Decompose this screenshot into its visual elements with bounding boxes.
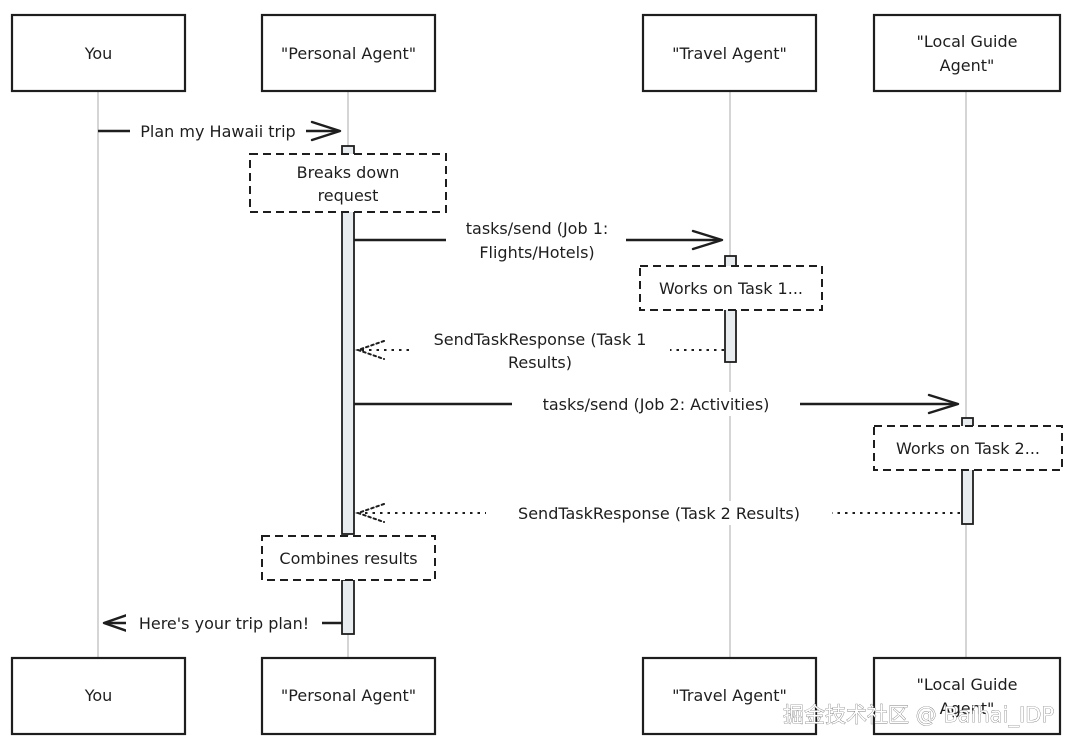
watermark-text: 掘金技术社区 @ Baihai_IDP (783, 703, 1054, 728)
message-plan-my-hawaii-trip: Plan my Hawaii trip (98, 119, 342, 143)
note-works-task2-label: Works on Task 2... (896, 439, 1040, 458)
arrowhead-right (310, 120, 342, 142)
actor-you-bottom-label: You (84, 686, 113, 705)
message-job2-label: tasks/send (Job 2: Activities) (543, 395, 770, 414)
actor-personal-agent-top-label: "Personal Agent" (281, 44, 416, 63)
note-combines-results: Combines results (261, 535, 436, 581)
message-response1-label-1: SendTaskResponse (Task 1 (434, 330, 647, 349)
note-breaks-down-request: Breaks down request (249, 153, 447, 213)
message-trip-plan-label: Here's your trip plan! (139, 614, 309, 633)
actor-travel-agent-top: "Travel Agent" (641, 13, 818, 93)
arrowhead-left (102, 612, 132, 634)
arrowhead-right (691, 229, 724, 251)
arrowhead-right (927, 393, 960, 415)
message-heres-your-trip-plan: Here's your trip plan! (102, 611, 342, 635)
message-send-task-response-2: SendTaskResponse (Task 2 Results) (354, 501, 960, 525)
message-response1-label-2: Results) (508, 353, 572, 372)
message-response2-label: SendTaskResponse (Task 2 Results) (518, 504, 800, 523)
note-breaks-down-line-1: Breaks down (297, 163, 400, 182)
arrowhead-left (354, 503, 385, 523)
message-send-task-response-1: SendTaskResponse (Task 1 Results) (354, 327, 724, 375)
message-tasks-send-job-2: tasks/send (Job 2: Activities) (354, 392, 960, 416)
message-tasks-send-job-1: tasks/send (Job 1: Flights/Hotels) (354, 216, 724, 266)
actor-local-guide-agent-bottom-label-2: Agent" (940, 699, 995, 718)
actor-local-guide-agent-bottom: "Local Guide Agent" (872, 656, 1062, 736)
actor-travel-agent-bottom-label: "Travel Agent" (672, 686, 787, 705)
actor-local-guide-agent-bottom-label-1: "Local Guide (917, 675, 1018, 694)
activation-personal-2 (341, 579, 355, 635)
note-breaks-down-line-2: request (318, 186, 379, 205)
actor-you-top: You (10, 13, 187, 93)
message-job1-label-2: Flights/Hotels) (479, 243, 594, 262)
actor-personal-agent-bottom: "Personal Agent" (260, 656, 437, 736)
note-works-task1-label: Works on Task 1... (659, 279, 803, 298)
arrowhead-left (354, 340, 385, 360)
note-works-on-task-1: Works on Task 1... (639, 265, 823, 311)
message-job1-label-1: tasks/send (Job 1: (466, 219, 609, 238)
actor-local-guide-agent-top-label-1: "Local Guide (917, 32, 1018, 51)
actor-you-bottom: You (10, 656, 187, 736)
activation-personal-1 (341, 145, 355, 535)
message-plan-trip-label: Plan my Hawaii trip (140, 122, 295, 141)
note-works-on-task-2: Works on Task 2... (873, 425, 1063, 471)
actor-travel-agent-top-label: "Travel Agent" (672, 44, 787, 63)
actor-personal-agent-top: "Personal Agent" (260, 13, 437, 93)
note-combines-label: Combines results (279, 549, 417, 568)
actor-you-top-label: You (84, 44, 113, 63)
actor-local-guide-agent-top-label-2: Agent" (940, 56, 995, 75)
actor-personal-agent-bottom-label: "Personal Agent" (281, 686, 416, 705)
actor-local-guide-agent-top: "Local Guide Agent" (872, 13, 1062, 93)
actor-travel-agent-bottom: "Travel Agent" (641, 656, 818, 736)
